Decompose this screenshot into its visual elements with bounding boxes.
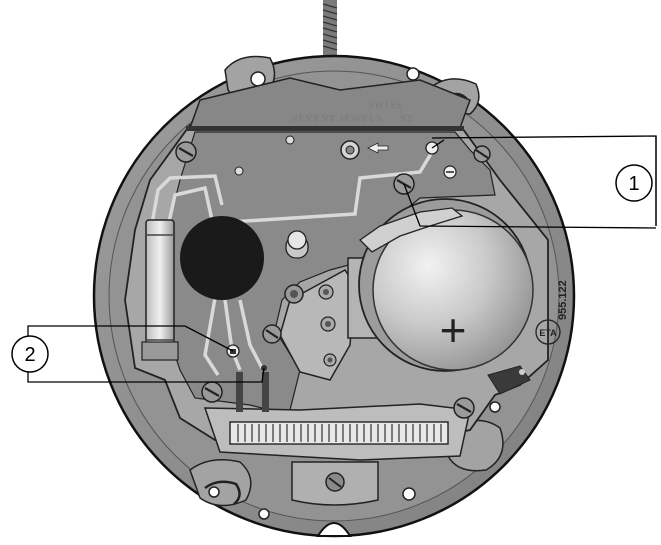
circuit-traces [148, 151, 434, 376]
logo-text: ETA [539, 328, 557, 338]
screw [473, 145, 491, 163]
eta-logo [535, 319, 561, 345]
bridge-bar [186, 126, 464, 131]
engraving-line1: SWISS [368, 100, 402, 111]
lower-left-lug [189, 459, 252, 507]
contact-pin-left [236, 372, 243, 412]
contact-pin-right [262, 372, 269, 412]
arrow-mark [367, 142, 389, 154]
callout-circle [11, 335, 49, 373]
caliber-marking: ETA 955.122 [535, 280, 569, 345]
screw [201, 381, 223, 403]
callout-1: 1 [615, 164, 653, 202]
callout-1-label: 1 [628, 173, 639, 195]
screw [453, 397, 475, 419]
rotor-magnet [180, 216, 264, 300]
spring-bar [229, 421, 449, 445]
callout-1-leaders [403, 135, 657, 229]
top-bridge: SWISS SEVENT JEWELS ST [186, 77, 471, 131]
battery-plus-symbol: + [440, 304, 467, 356]
callout-2: 2 [11, 335, 49, 373]
lower-bridge [203, 372, 471, 461]
screw [262, 324, 282, 344]
coil [141, 219, 179, 361]
battery: + [347, 198, 534, 372]
lower-center-lug [291, 461, 379, 506]
callout-circle [615, 164, 653, 202]
caliber-number: 955.122 [557, 280, 569, 320]
crown-stem [322, 0, 338, 58]
engraving-line2: SEVENT JEWELS [292, 114, 383, 125]
battery-contact-arm [487, 365, 531, 395]
callout-2-label: 2 [24, 344, 35, 366]
screw [175, 141, 197, 163]
gear-train [279, 230, 356, 381]
engraving-line3: ST [400, 114, 414, 125]
